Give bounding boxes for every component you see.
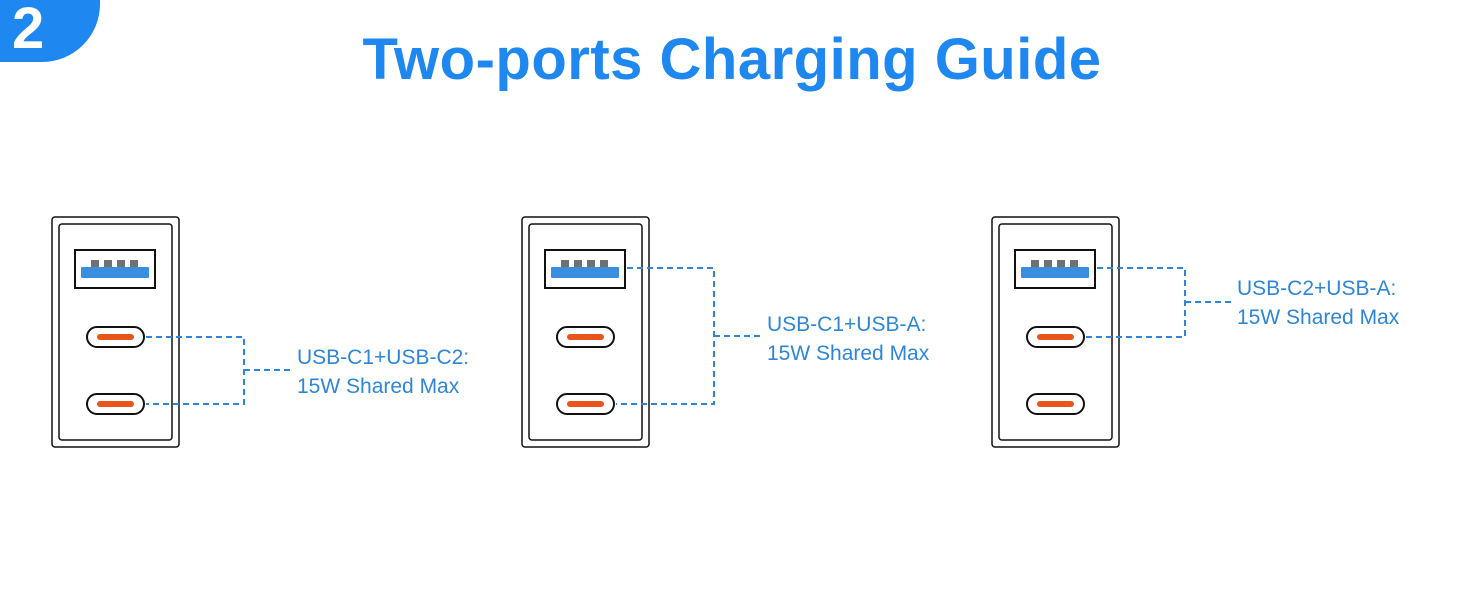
label-power: 15W Shared Max [297,375,460,398]
usb-c2-port-icon [556,393,615,415]
step-badge: 2 [0,0,100,62]
step-number: 2 [12,0,45,61]
label-ports: USB-C1+USB-A: [767,313,927,336]
charger-c1-c2-label: USB-C1+USB-C2: 15W Shared Max [297,343,469,401]
usb-a-port-icon [1014,249,1096,289]
usb-c2-port-icon [1026,393,1085,415]
page-title: Two-ports Charging Guide [362,27,1102,92]
usb-c2-port-icon [86,393,145,415]
label-power: 15W Shared Max [767,342,930,365]
usb-c1-port-icon [1026,326,1085,348]
label-ports: USB-C1+USB-C2: [297,346,470,369]
usb-c1-port-icon [86,326,145,348]
charger-c1-c2 [51,216,293,448]
usb-c1-port-icon [556,326,615,348]
label-ports: USB-C2+USB-A: [1237,277,1397,300]
usb-a-port-icon [544,249,626,289]
charger-c2-a [991,216,1234,448]
charger-c1-a-label: USB-C1+USB-A: 15W Shared Max [767,310,929,368]
charger-c2-a-label: USB-C2+USB-A: 15W Shared Max [1237,274,1399,332]
label-power: 15W Shared Max [1237,306,1400,329]
charger-c1-a [521,216,763,448]
usb-a-port-icon [74,249,156,289]
